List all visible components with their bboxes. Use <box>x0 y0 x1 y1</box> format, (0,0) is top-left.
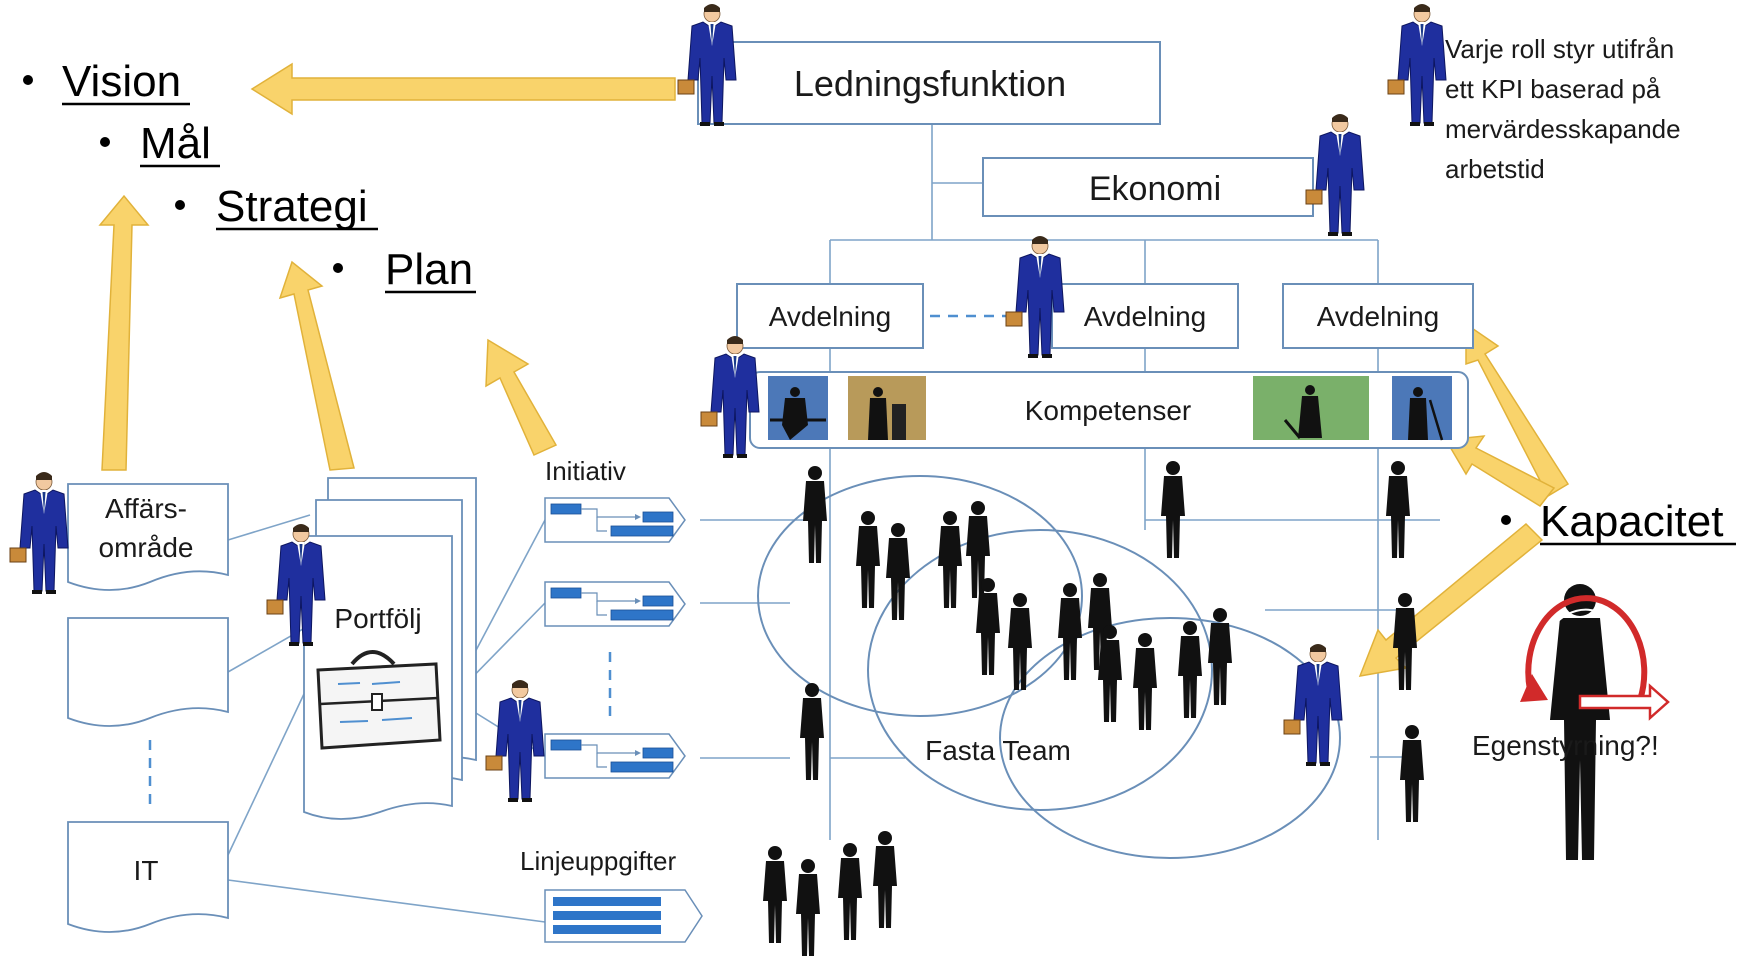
svg-text:Kompetenser: Kompetenser <box>1025 395 1192 426</box>
svg-text:arbetstid: arbetstid <box>1445 154 1545 184</box>
avdelning-box-1: Avdelning <box>736 283 924 349</box>
ledning-box: Ledningsfunktion <box>697 41 1161 125</box>
team-ellipses <box>757 475 1341 859</box>
svg-text:IT: IT <box>134 855 159 886</box>
avdelning-box-2: Avdelning <box>1051 283 1239 349</box>
egenstyrning-label: Egenstyrning?! <box>1472 730 1659 761</box>
ekonomi-box: Ekonomi <box>982 157 1314 217</box>
arrow-to-avdelning <box>1465 322 1570 498</box>
competence-photo-3 <box>1253 376 1369 440</box>
mal-label: Mål <box>140 119 211 168</box>
svg-text:område: område <box>99 532 194 563</box>
arrow-to-vision <box>250 62 676 116</box>
competence-photo-1 <box>768 376 828 440</box>
dashed-connectors <box>148 314 1015 805</box>
plan-label: Plan <box>385 245 473 294</box>
hierarchy-list: Vision Mål Strategi Plan <box>23 57 476 294</box>
initiativ-block-3 <box>544 733 686 779</box>
svg-text:ett KPI baserad på: ett KPI baserad på <box>1445 74 1661 104</box>
svg-text:Varje roll styr utifrån: Varje roll styr utifrån <box>1445 34 1674 64</box>
initiativ-block-2 <box>544 581 686 627</box>
linjeuppgifter-label: Linjeuppgifter <box>520 846 676 876</box>
competence-photo-2 <box>848 376 926 440</box>
svg-text:Ekonomi: Ekonomi <box>1089 170 1221 208</box>
it-doc: IT <box>67 821 229 933</box>
svg-text:Ledningsfunktion: Ledningsfunktion <box>794 63 1066 104</box>
blank-doc <box>67 617 229 727</box>
arrow-to-strategi <box>278 260 355 471</box>
competence-photo-4 <box>1392 376 1452 441</box>
svg-text:Affärs-: Affärs- <box>105 493 187 524</box>
initiativ-block-1 <box>544 497 686 543</box>
svg-text:Avdelning: Avdelning <box>769 301 891 332</box>
svg-text:Portfölj: Portfölj <box>334 603 421 634</box>
arrow-to-mal <box>98 194 150 471</box>
svg-text:mervärdesskapande: mervärdesskapande <box>1445 114 1681 144</box>
briefcase-icon <box>316 650 442 750</box>
svg-text:Kapacitet: Kapacitet <box>1540 497 1723 546</box>
strategi-label: Strategi <box>216 182 368 231</box>
kpi-note: Varje roll styr utifrån ett KPI baserad … <box>1445 34 1681 184</box>
svg-text:Avdelning: Avdelning <box>1084 301 1206 332</box>
fasta-team-label: Fasta Team <box>925 735 1071 766</box>
affarsomrade-doc: Affärs- område <box>67 483 229 591</box>
vision-label: Vision <box>62 57 181 106</box>
egenstyrning-figure <box>1520 584 1670 860</box>
kapacitet-label: Kapacitet <box>1501 497 1736 546</box>
kompetenser-bar: Kompetenser <box>749 371 1469 449</box>
initiativ-label: Initiativ <box>545 456 626 486</box>
svg-text:Avdelning: Avdelning <box>1317 301 1439 332</box>
avdelning-box-3: Avdelning <box>1282 283 1474 349</box>
portfolj-stack: Portfölj <box>303 477 477 820</box>
arrow-to-plan <box>485 338 558 456</box>
linjeuppgifter-block <box>544 889 703 943</box>
arrow-to-team <box>1358 522 1544 677</box>
